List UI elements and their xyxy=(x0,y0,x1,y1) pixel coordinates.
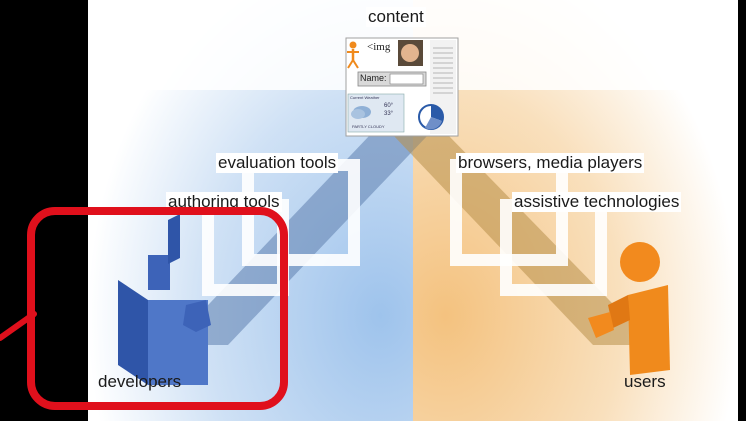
assistive-technologies-label: assistive technologies xyxy=(512,192,682,212)
highlight-pointer-line xyxy=(0,311,37,341)
content-card xyxy=(345,37,459,137)
weather-high: 60° xyxy=(384,103,394,109)
img-tag-text: <img xyxy=(367,41,391,53)
developers-label: developers xyxy=(98,372,182,391)
developers-highlight-box xyxy=(27,207,288,410)
pie-chart-icon xyxy=(418,104,444,130)
developer-figure xyxy=(118,214,211,385)
users-label: users xyxy=(624,372,666,391)
evaluation-tools-label: evaluation tools xyxy=(216,153,339,173)
content-label: content xyxy=(366,7,426,27)
user-figure xyxy=(588,242,670,375)
diagram-canvas: <img Name: Current Weather 60° 33° PARTL… xyxy=(88,0,738,421)
weather-caption: PARTLY CLOUDY xyxy=(352,124,385,129)
accessibility-person-icon xyxy=(347,41,359,69)
browsers-media-players-label: browsers, media players xyxy=(456,153,645,173)
weather-title: Current Weather xyxy=(350,95,380,100)
weather-low: 33° xyxy=(384,111,394,117)
name-field-label: Name: xyxy=(360,73,387,83)
